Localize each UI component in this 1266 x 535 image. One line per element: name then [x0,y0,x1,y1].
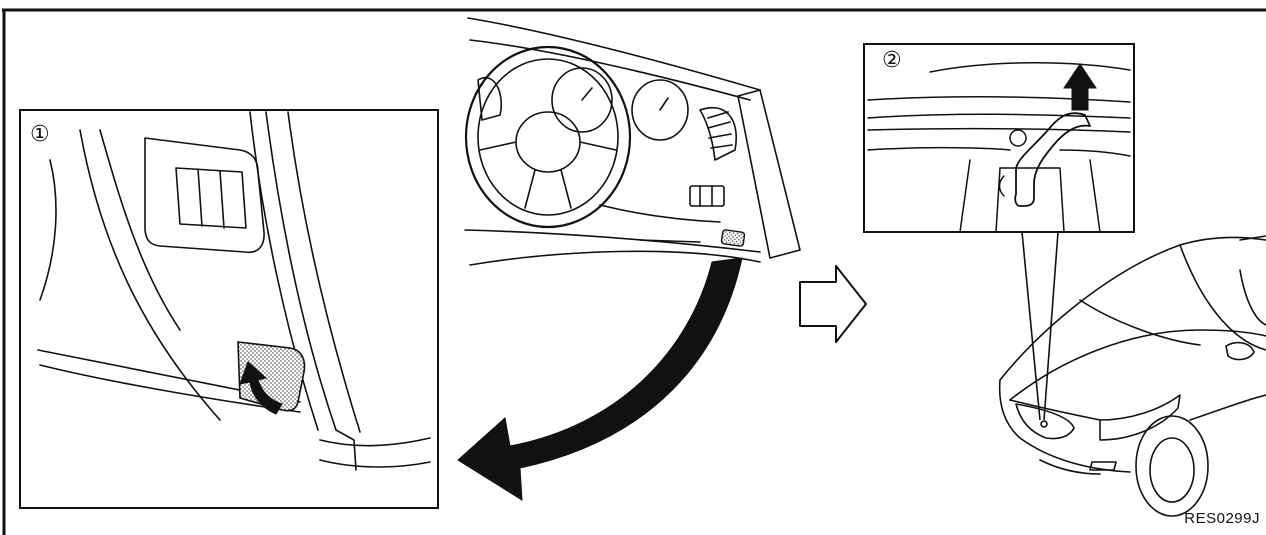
lift-lever-arrow [1064,64,1096,110]
curved-arrow [458,258,742,500]
step2-number-label: ② [882,50,902,72]
vehicle-illustration [1000,236,1266,516]
callout-lines [1022,232,1058,420]
step1-detail-box [20,110,438,508]
next-step-arrow [800,266,866,342]
step2-detail-box [864,44,1134,232]
step1-number-label: ① [30,124,50,146]
figure-code-label: RES0299J [1184,510,1260,527]
dashboard-illustration [465,18,800,265]
hood-release-location-marker [721,230,745,247]
step1-illustration [38,112,430,470]
